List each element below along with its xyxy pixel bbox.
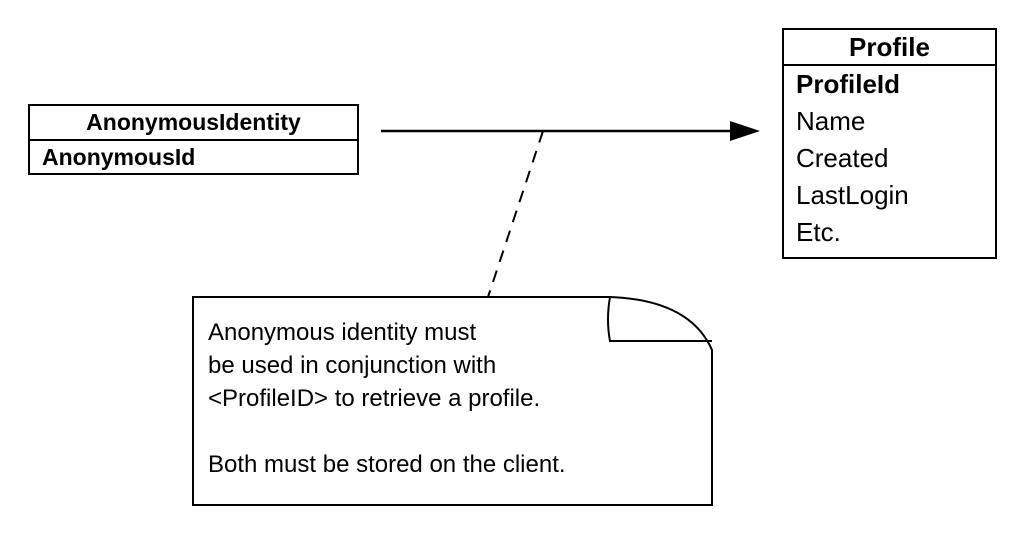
note-line: Both must be stored on the client.: [208, 451, 566, 478]
note-line: be used in conjunction with: [208, 352, 497, 379]
arrowhead-icon: [730, 121, 760, 141]
class-profile-attr-profileid: ProfileId: [796, 69, 901, 99]
note-text: Anonymous identity must be used in conju…: [208, 316, 688, 481]
class-anonymous-identity-name: AnonymousIdentity: [30, 106, 357, 141]
note-fold-icon: [607, 296, 712, 342]
class-anonymous-identity: AnonymousIdentity AnonymousId: [28, 104, 359, 175]
note-anchor-line: [487, 130, 544, 298]
class-profile: Profile ProfileId Name Created LastLogin…: [782, 28, 997, 259]
class-profile-attr-name: Name: [796, 106, 866, 136]
class-profile-attr-etc: Etc.: [796, 217, 841, 247]
note-line: Anonymous identity must: [208, 319, 477, 346]
class-profile-name: Profile: [784, 30, 995, 66]
class-profile-attributes: ProfileId Name Created LastLogin Etc.: [784, 66, 995, 251]
note-shape: [192, 296, 713, 506]
class-profile-attr-lastlogin: LastLogin: [796, 180, 909, 210]
class-profile-attr-created: Created: [796, 143, 889, 173]
class-anonymous-identity-attr-anonymousid: AnonymousId: [42, 144, 196, 170]
note-line-spacer: [208, 415, 688, 448]
note-line: <ProfileID> to retrieve a profile.: [208, 385, 541, 412]
